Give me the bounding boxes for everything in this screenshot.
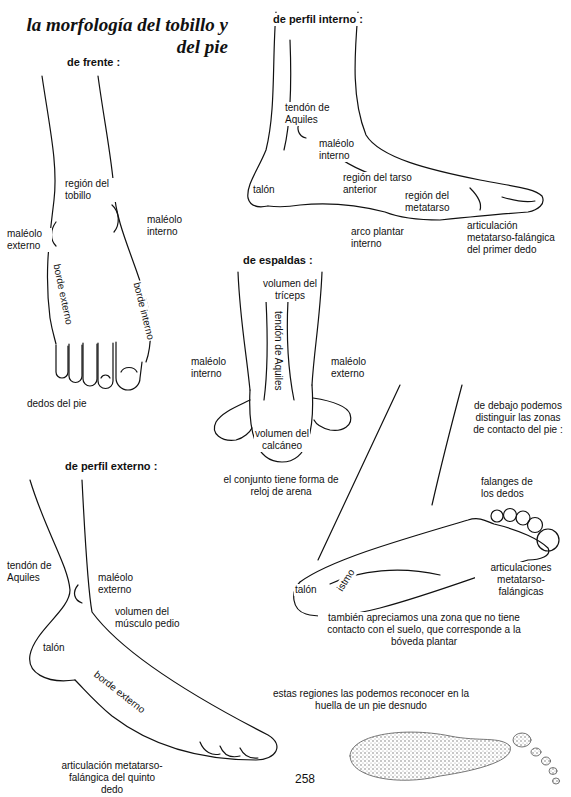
malleolus-line — [75, 585, 82, 603]
footprint-sole — [350, 732, 510, 780]
part-label: también apreciamos una zona que no tiene… — [318, 612, 530, 648]
toe — [56, 345, 68, 378]
section-heading: de perfil interno : — [272, 13, 364, 26]
foot-outline — [268, 12, 543, 220]
toenail — [121, 368, 137, 373]
part-label: volumen del músculo pedio — [114, 606, 186, 630]
part-label: borde interno — [130, 280, 156, 342]
footprint-toe — [531, 748, 541, 756]
tendon-line — [264, 300, 267, 400]
toe-line — [240, 748, 258, 758]
toenail — [101, 375, 110, 378]
part-label: talón — [294, 584, 318, 596]
footprint-toe — [513, 733, 531, 747]
leg-outline — [248, 12, 276, 207]
footprint-toe — [549, 768, 557, 775]
toe — [491, 510, 503, 522]
toe — [98, 343, 113, 389]
toe — [69, 344, 82, 383]
toe — [537, 529, 559, 551]
ankle-bump — [52, 222, 57, 246]
foot-outline — [75, 480, 277, 760]
joint-line — [470, 188, 481, 210]
leg-outline — [318, 385, 400, 560]
toe — [116, 342, 142, 390]
part-label: borde externo — [91, 668, 149, 717]
toe — [504, 509, 517, 522]
part-label: tendón de Aquiles — [272, 310, 284, 392]
section-heading: de frente : — [66, 56, 121, 69]
page-title: la morfología del tobillo y del pie — [18, 14, 228, 58]
part-label: borde externo — [50, 262, 75, 327]
part-label: articulación metatarso-falángica del pri… — [466, 220, 566, 256]
foot-outline — [313, 398, 351, 430]
part-label: maléolo externo — [6, 228, 52, 252]
part-label: maléolo externo — [330, 356, 376, 380]
part-label: estas regiones las podemos reconocer en … — [268, 688, 474, 712]
tendon-line — [287, 300, 294, 400]
part-label: articulación metatarso-falángica del qui… — [60, 760, 164, 796]
front-view — [42, 76, 151, 390]
part-label: el conjunto tiene forma de reloj de aren… — [216, 474, 346, 498]
part-label: falanges de los dedos — [480, 476, 544, 500]
part-label: región del metatarso — [404, 190, 466, 214]
part-label: talón — [42, 642, 66, 654]
tendon-line — [284, 40, 291, 150]
part-label: tendón de Aquiles — [284, 102, 344, 126]
part-label: arco plantar interno — [350, 226, 418, 250]
part-label: maléolo externo — [97, 572, 143, 596]
toe-line — [220, 746, 240, 757]
part-label: región del tobillo — [64, 178, 124, 202]
section-heading: de perfil externo : — [64, 460, 158, 473]
toe — [83, 343, 97, 386]
section-heading: de espaldas : — [242, 254, 314, 267]
toe-line — [502, 197, 535, 202]
footprint-toe — [553, 778, 560, 784]
part-label: dedos del pie — [26, 398, 106, 410]
toe-line — [200, 742, 220, 755]
foot-outline — [214, 400, 252, 440]
part-label: maléolo interno — [318, 138, 364, 162]
internal-profile — [248, 12, 543, 220]
part-label: istmo — [334, 566, 358, 594]
ankle-bump — [112, 205, 118, 232]
part-label: volumen del calcáneo — [254, 428, 310, 452]
footprint-toe — [542, 757, 551, 765]
part-label: articulaciones metatarso-falángicas — [475, 562, 567, 598]
heel-outline — [250, 385, 313, 462]
page-number: 258 — [294, 772, 316, 786]
leg-outline — [238, 272, 250, 390]
leg-outline — [432, 385, 462, 505]
part-label: tendón de Aquiles — [6, 560, 60, 584]
part-label: talón — [252, 184, 276, 196]
footprint — [350, 732, 560, 784]
part-label: de debajo podemos distinguir las zonas d… — [469, 400, 567, 436]
part-label: volumen del tríceps — [262, 278, 318, 302]
external-profile — [30, 480, 277, 760]
part-label: maléolo interno — [146, 214, 192, 238]
part-label: maléolo interno — [190, 356, 236, 380]
leg-outline — [42, 76, 56, 344]
toe — [528, 518, 543, 533]
